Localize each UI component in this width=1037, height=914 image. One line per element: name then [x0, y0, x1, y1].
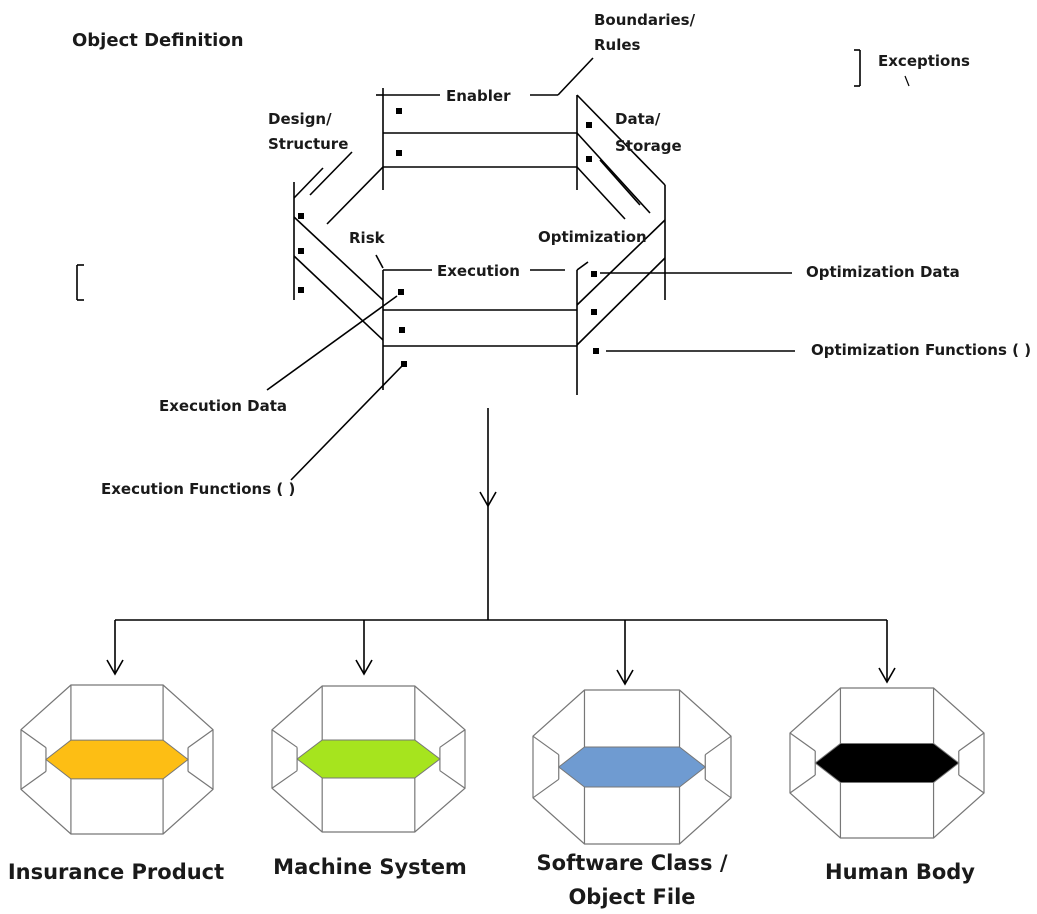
- optimization-functions-label: Optimization Functions ( ): [811, 341, 1031, 359]
- example-label-machine: Machine System: [273, 855, 467, 879]
- optimization-data-label: Optimization Data: [806, 263, 960, 281]
- boundaries-label-2: Rules: [594, 36, 641, 54]
- prism-core-fill: [296, 739, 441, 779]
- risk-label: Risk: [349, 229, 386, 247]
- example-label-insurance: Insurance Product: [8, 860, 224, 884]
- bevel-ur-4: [599, 159, 641, 206]
- bullet: [298, 213, 304, 219]
- prism-core-fill: [557, 746, 707, 788]
- object-prism: [293, 88, 666, 395]
- example-label-software-2: Object File: [568, 885, 695, 909]
- prism-bevel: [187, 729, 214, 749]
- prism-bevel: [271, 729, 298, 748]
- bevel-ul-3: [293, 167, 324, 199]
- bullet: [591, 309, 597, 315]
- execution-tick-right: [576, 261, 589, 271]
- diagram-title: Object Definition: [72, 30, 244, 51]
- main-arrowhead: [479, 491, 497, 508]
- exceptions-label: Exceptions: [878, 52, 970, 70]
- example-label-software-1: Software Class /: [537, 851, 728, 875]
- bevel-ur-2: [576, 132, 651, 214]
- bevel-ul-2: [309, 151, 353, 196]
- prism-bevel: [789, 732, 816, 752]
- prism-bevel: [271, 770, 298, 789]
- prism-core-fill: [45, 739, 189, 780]
- bullet: [298, 248, 304, 254]
- prism-bevel: [958, 774, 985, 794]
- design-label-2: Structure: [268, 135, 348, 153]
- right-wall-diag-2: [576, 257, 666, 346]
- bullet: [398, 289, 404, 295]
- design-label-1: Design/: [268, 110, 332, 128]
- prism-bevel: [20, 770, 47, 790]
- connector-tree: [106, 408, 896, 686]
- bullet: [399, 327, 405, 333]
- prism-bevel: [789, 774, 816, 794]
- prism-bevel: [439, 729, 466, 748]
- attribute-bullets: [298, 108, 599, 367]
- left-wall-diag-1: [293, 216, 384, 301]
- risk-tick: [375, 254, 384, 269]
- left-wall-diag-2: [293, 255, 384, 341]
- bullet: [396, 150, 402, 156]
- bullet: [591, 271, 597, 277]
- data-storage-label-1: Data/: [615, 110, 661, 128]
- bullet: [396, 108, 402, 114]
- execution-data-leader: [266, 295, 398, 391]
- enabler-label: Enabler: [446, 87, 511, 105]
- execution-functions-leader: [290, 365, 403, 481]
- prism-bevel: [439, 770, 466, 789]
- prism-bevel: [532, 778, 560, 799]
- branch-4-arrowhead: [878, 667, 896, 684]
- bullet: [586, 122, 592, 128]
- data-storage-label-2: Storage: [615, 137, 682, 155]
- bullet: [593, 348, 599, 354]
- exceptions-tick: [904, 75, 910, 87]
- branch-1-arrowhead: [106, 659, 124, 676]
- boundaries-label-1: Boundaries/: [594, 11, 696, 29]
- bullet: [298, 287, 304, 293]
- branch-2-arrowhead: [355, 659, 373, 676]
- bevel-ul-1: [326, 166, 384, 225]
- bevel-ur-3: [576, 166, 626, 220]
- example-prisms: [20, 684, 985, 845]
- execution-label: Execution: [437, 262, 520, 280]
- prism-bevel: [532, 735, 560, 756]
- bullet: [401, 361, 407, 367]
- prism-bevel: [187, 770, 214, 790]
- example-label-human: Human Body: [825, 860, 975, 884]
- prism-bevel: [958, 732, 985, 752]
- prism-bevel: [704, 735, 732, 756]
- prism-core-fill: [814, 743, 960, 783]
- prism-bevel: [20, 729, 47, 749]
- boundaries-leader: [557, 57, 594, 96]
- optimization-label: Optimization: [538, 228, 647, 246]
- prism-bevel: [704, 778, 732, 799]
- bevel-ur-1: [576, 94, 666, 186]
- execution-functions-label: Execution Functions ( ): [101, 480, 295, 498]
- right-wall-diag-1: [576, 219, 666, 306]
- bullet: [586, 156, 592, 162]
- execution-data-label: Execution Data: [159, 397, 287, 415]
- branch-3-arrowhead: [616, 669, 634, 686]
